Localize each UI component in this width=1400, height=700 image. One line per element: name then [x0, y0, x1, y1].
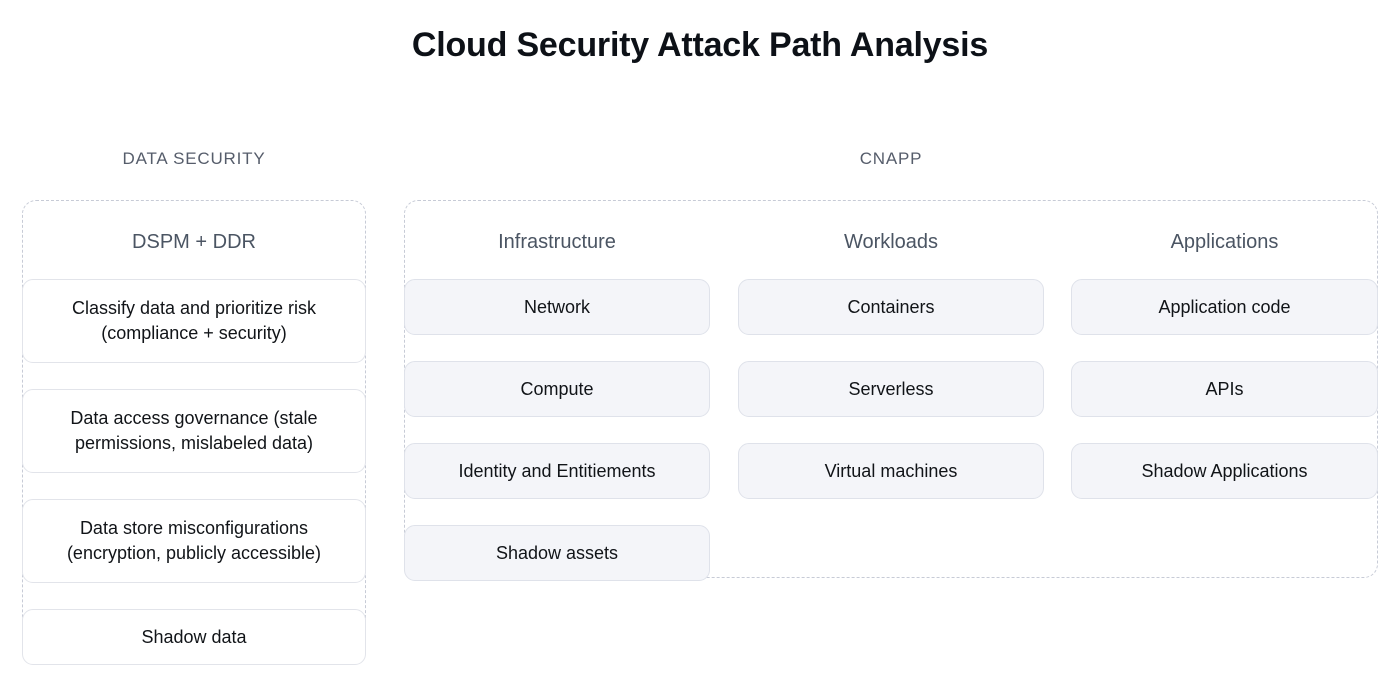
page-title: Cloud Security Attack Path Analysis [411, 26, 989, 64]
column-title-infrastructure: Infrastructure [498, 231, 616, 253]
section-header-data-security: DATA SECURITY [122, 149, 266, 168]
card-serverless[interactable]: Serverless [738, 361, 1044, 417]
card-network[interactable]: Network [404, 279, 710, 335]
column-infrastructure: Infrastructure Network Compute Identity … [404, 200, 710, 607]
card-data-access-governance[interactable]: Data access governance (stale permission… [22, 389, 366, 473]
card-shadow-assets[interactable]: Shadow assets [404, 525, 710, 581]
card-classify-data[interactable]: Classify data and prioritize risk (compl… [22, 279, 366, 363]
card-data-store-misconfigurations[interactable]: Data store misconfigurations (encryption… [22, 499, 366, 583]
section-header-cnapp: CNAPP [859, 149, 923, 168]
card-shadow-data[interactable]: Shadow data [22, 609, 366, 665]
column-title-dspm-ddr: DSPM + DDR [132, 231, 256, 253]
card-identity-and-entitlements[interactable]: Identity and Entitiements [404, 443, 710, 499]
column-dspm-ddr: DSPM + DDR Classify data and prioritize … [22, 200, 366, 691]
card-application-code[interactable]: Application code [1071, 279, 1378, 335]
column-title-workloads: Workloads [843, 231, 939, 253]
card-virtual-machines[interactable]: Virtual machines [738, 443, 1044, 499]
card-shadow-applications[interactable]: Shadow Applications [1071, 443, 1378, 499]
column-applications: Applications Application code APIs Shado… [1071, 200, 1378, 525]
column-workloads: Workloads Containers Serverless Virtual … [738, 200, 1044, 525]
card-apis[interactable]: APIs [1071, 361, 1378, 417]
column-title-applications: Applications [1170, 231, 1279, 253]
card-containers[interactable]: Containers [738, 279, 1044, 335]
card-compute[interactable]: Compute [404, 361, 710, 417]
